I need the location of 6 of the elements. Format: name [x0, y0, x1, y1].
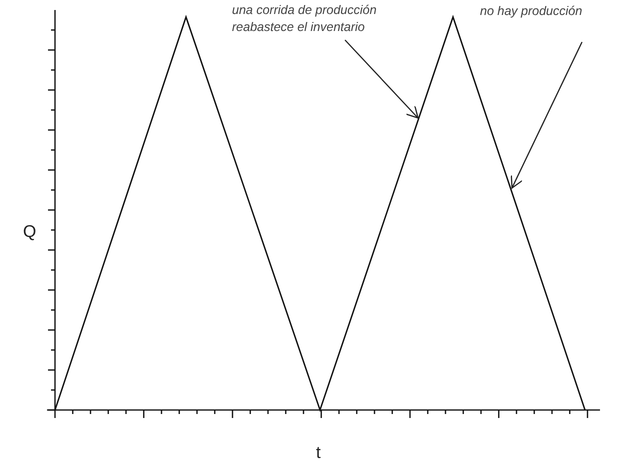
leader-arrow — [344, 40, 419, 119]
annotation-text: una corrida de producción reabastece el inventario — [232, 2, 378, 36]
annotation-text: no hay producción — [480, 3, 584, 20]
axis-label: t — [316, 443, 321, 463]
leader-arrow — [510, 42, 583, 189]
axis-label: Q — [23, 222, 36, 242]
